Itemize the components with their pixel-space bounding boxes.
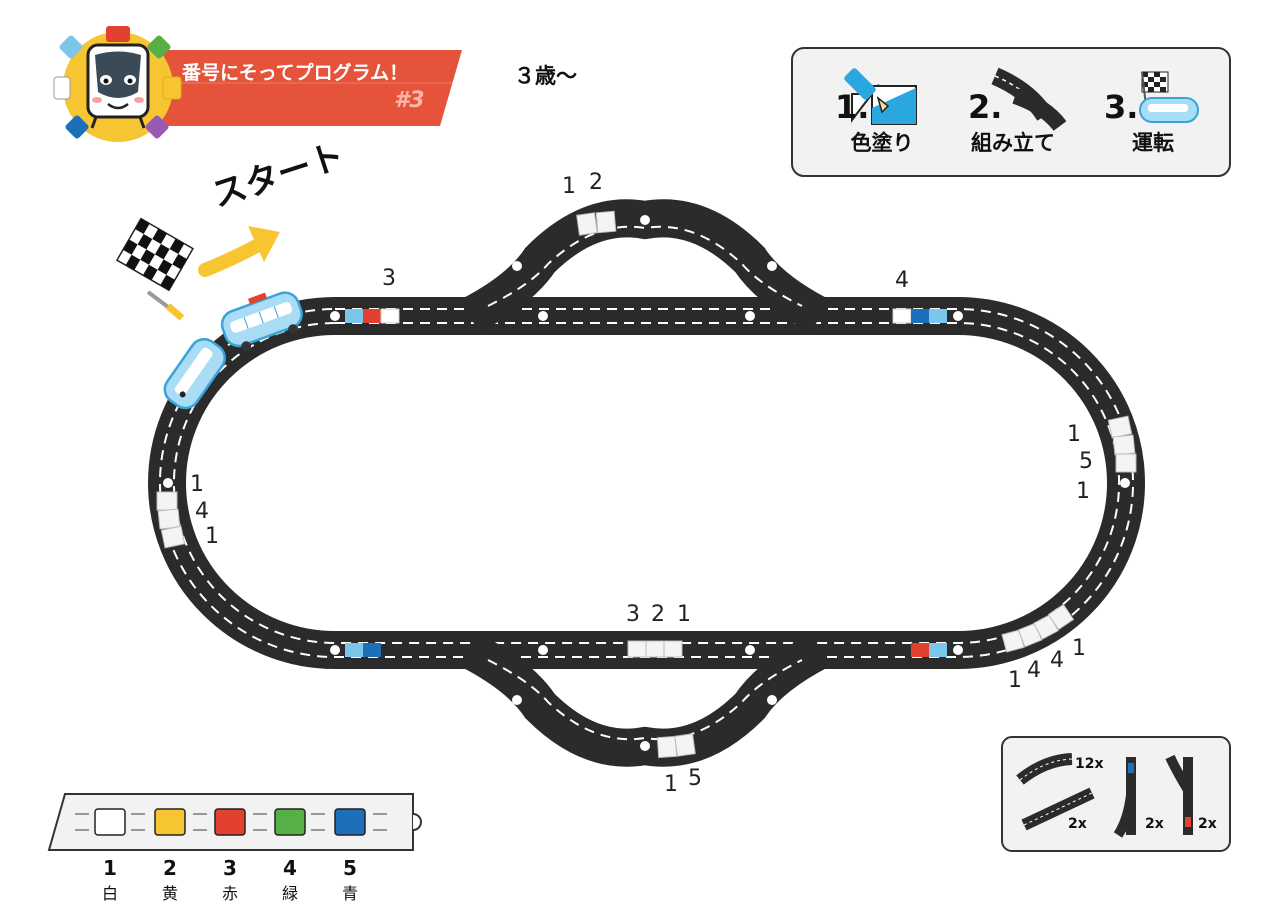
curve-piece-count: 12x [1075,756,1104,772]
top-arch-label-2: 2 [589,170,603,195]
legend-name-3: 赤 [221,884,238,903]
marker-icon [844,68,917,125]
switch-left-piece-icon [1113,757,1136,838]
switch-right-piece-count: 2x [1198,816,1217,832]
right-curve-label-1: 1 [1067,422,1081,447]
track-pieces-icon [991,67,1067,132]
legend-num-2: 2 [163,856,177,880]
straight-piece-icon [1021,787,1095,831]
legend-num-5: 5 [343,856,357,880]
bottom-right-label-4: 1 [1072,636,1086,661]
title-banner [150,50,462,126]
main-loop-track [148,297,1145,669]
swatch-red [214,808,246,836]
age-label: ３歳〜 [514,64,577,88]
bottom-arch-label-2: 5 [688,766,702,791]
swatch-white [94,808,126,836]
right-curve-label-3: 1 [1076,479,1090,504]
step-1-label: 色塗り [850,131,914,155]
robot-logo-icon [53,26,182,142]
bottom-middle-label-2: 2 [651,602,665,627]
bottom-middle-label-1: 3 [626,602,640,627]
checkered-flag-icon [115,217,194,321]
train-car-rear-icon [163,338,226,410]
code-tiles [156,210,1137,759]
step-3-number: 3. [1104,88,1139,126]
start-arrow-icon [198,226,280,277]
track-joints [163,215,1130,751]
swatch-yellow [154,808,186,836]
switch-right-piece-icon [1165,754,1193,835]
legend-num-1: 1 [103,856,117,880]
swatch-green [274,808,306,836]
page-title: 番号にそってプログラム！ [182,62,409,84]
step-1-number: 1. [835,88,870,126]
top-left-label: 3 [382,266,396,291]
step-2-number: 2. [968,88,1003,126]
legend-num-3: 3 [223,856,237,880]
bottom-right-label-2: 4 [1027,658,1041,683]
legend-name-4: 緑 [281,884,298,903]
top-right-label: 4 [895,268,909,293]
step-3-label: 運転 [1132,131,1174,155]
legend-name-5: 青 [341,884,358,903]
left-curve-label-2: 4 [195,499,209,524]
bottom-arch-label-1: 1 [664,772,678,797]
left-curve-label-3: 1 [205,524,219,549]
train-flag-icon [1139,71,1199,123]
bottom-middle-label-3: 1 [677,602,691,627]
legend-num-4: 4 [283,856,297,880]
train-car-front-icon [220,291,303,352]
header-graphics [53,26,462,142]
left-curve-label-1: 1 [190,472,204,497]
legend-name-1: 白 [101,884,118,903]
step-2-label: 組み立て [971,131,1055,155]
curve-piece-icon [1016,753,1073,785]
program-number: #3 [394,88,425,113]
swatch-blue [334,808,366,836]
top-arch-label-1: 1 [562,174,576,199]
bottom-right-label-1: 1 [1008,668,1022,693]
straight-piece-count: 2x [1068,816,1087,832]
bottom-right-label-3: 4 [1050,648,1064,673]
legend-name-2: 黄 [161,884,178,903]
switch-left-piece-count: 2x [1145,816,1164,832]
right-curve-label-2: 5 [1079,449,1093,474]
